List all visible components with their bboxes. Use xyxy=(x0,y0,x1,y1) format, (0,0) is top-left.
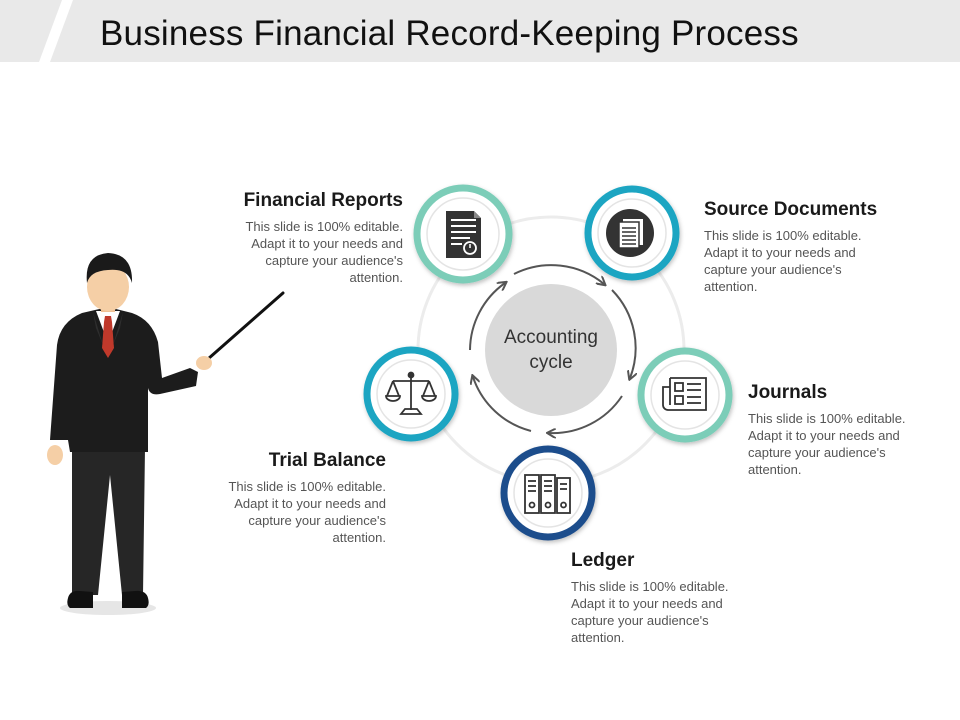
balance-scale-icon xyxy=(385,371,437,415)
title-banner xyxy=(0,0,960,62)
step-description: This slide is 100% editable. Adapt it to… xyxy=(245,219,403,285)
ledger-binders-icon xyxy=(524,474,571,514)
step-description: This slide is 100% editable. Adapt it to… xyxy=(228,479,386,545)
step-title: Journals xyxy=(748,382,828,403)
center-label-line1: Accounting xyxy=(503,327,598,348)
step-node-trial-balance xyxy=(363,346,459,442)
step-node-journals xyxy=(637,347,733,443)
center-label: Accounting cycle xyxy=(486,325,616,375)
page-title: Business Financial Record-Keeping Proces… xyxy=(100,14,799,53)
center-label-line2: cycle xyxy=(529,352,573,373)
step-title: Trial Balance xyxy=(268,450,386,471)
step-description: This slide is 100% editable. Adapt it to… xyxy=(748,411,906,477)
step-label-ledger: Ledger This slide is 100% editable. Adap… xyxy=(571,550,781,646)
step-title: Financial Reports xyxy=(243,190,403,211)
step-description: This slide is 100% editable. Adapt it to… xyxy=(704,228,862,294)
documents-stack-icon xyxy=(606,209,654,257)
step-title: Ledger xyxy=(571,550,635,571)
newspaper-icon xyxy=(662,377,707,411)
step-description: This slide is 100% editable. Adapt it to… xyxy=(571,579,729,645)
step-label-journals: Journals This slide is 100% editable. Ad… xyxy=(748,382,958,478)
step-title: Source Documents xyxy=(704,199,878,220)
step-node-ledger xyxy=(500,445,596,541)
step-node-financial-reports xyxy=(413,184,513,284)
report-document-icon xyxy=(446,211,481,258)
step-label-financial-reports: Financial Reports This slide is 100% edi… xyxy=(193,190,403,286)
step-label-source-documents: Source Documents This slide is 100% edit… xyxy=(704,199,914,295)
businessman-with-pointer-icon xyxy=(47,253,285,615)
step-label-trial-balance: Trial Balance This slide is 100% editabl… xyxy=(176,450,386,546)
step-node-source-documents xyxy=(584,185,680,281)
center-disc xyxy=(485,284,617,416)
cycle-arrows xyxy=(469,264,636,433)
